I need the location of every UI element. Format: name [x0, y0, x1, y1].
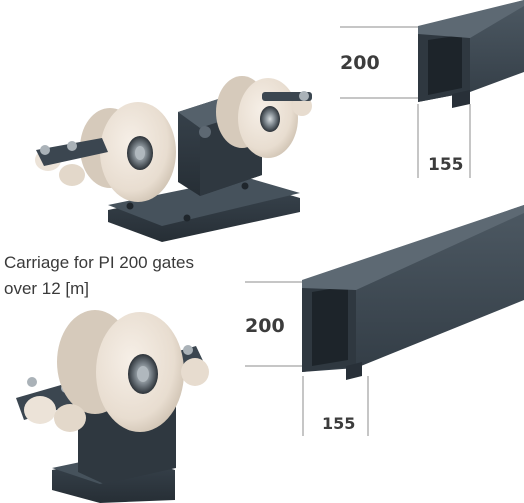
caption-line-2: over 12 [m]: [4, 279, 90, 298]
profile-bottom-height-label: 200: [245, 315, 285, 337]
carriage-top: [35, 76, 312, 242]
caption-line-1: Carriage for PI 200 gates: [4, 253, 194, 272]
carriage-caption: Carriage for PI 200 gates over 12 [m]: [4, 250, 244, 302]
profile-top: [340, 0, 524, 178]
profile-top-width-label: 155: [428, 155, 464, 175]
carriage-bottom: [16, 310, 209, 503]
profile-bottom: [245, 205, 524, 436]
profile-top-height-label: 200: [340, 52, 380, 74]
profile-bottom-width-label: 155: [322, 414, 356, 433]
